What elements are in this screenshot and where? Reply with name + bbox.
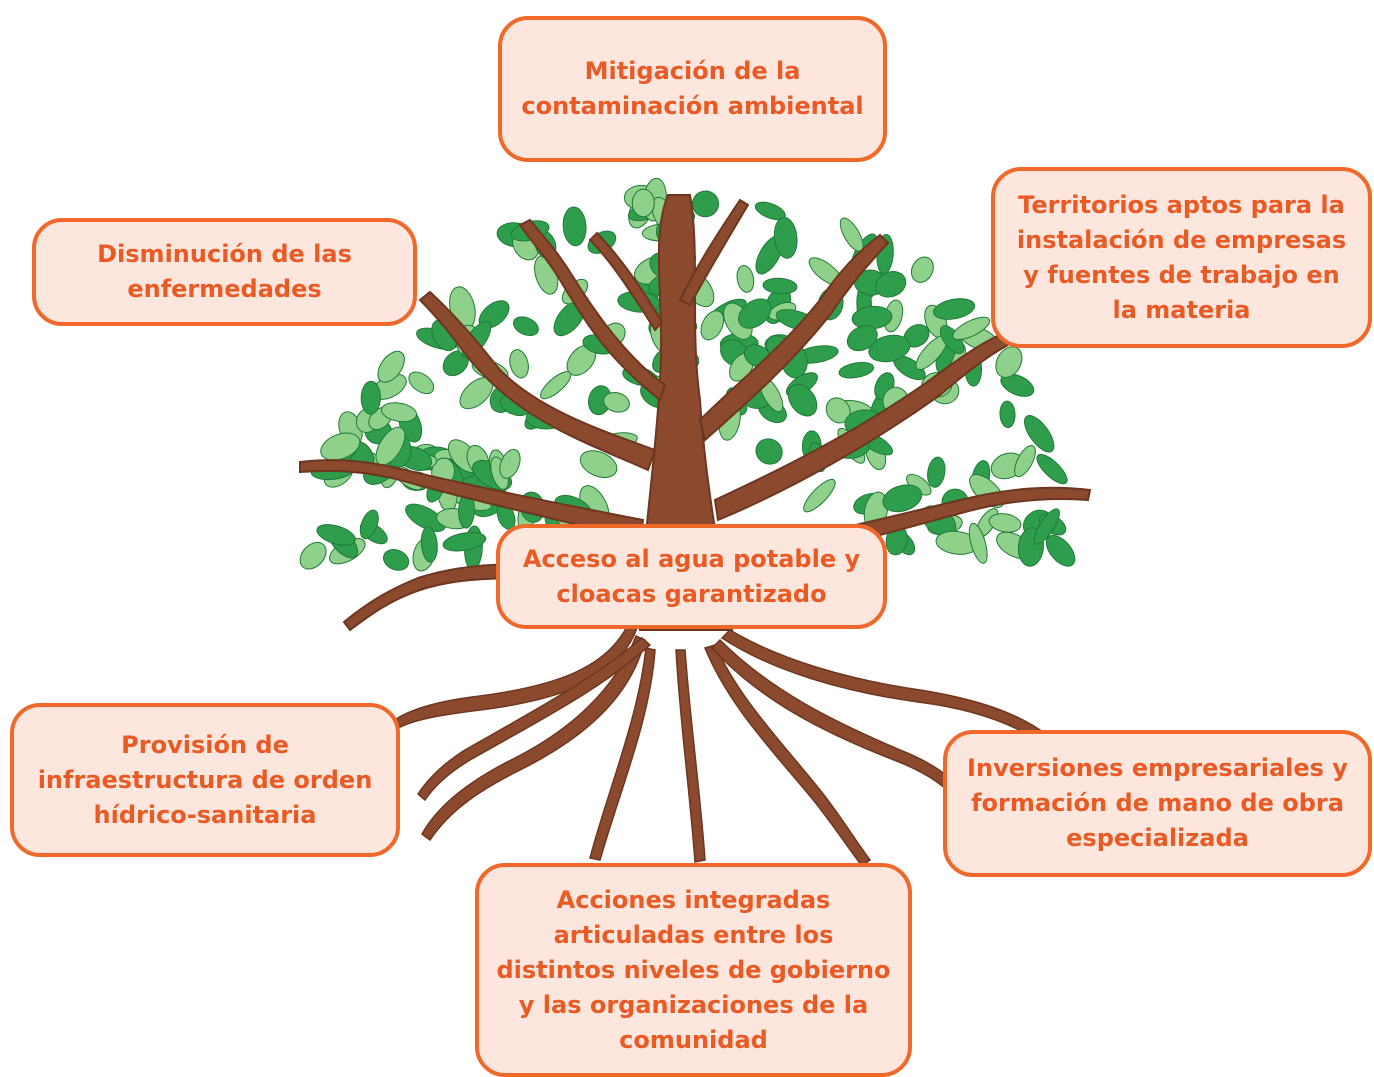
node-acceso: Acceso al agua potable y cloacas garanti… xyxy=(496,524,887,629)
leaf xyxy=(736,265,755,293)
leaf xyxy=(773,216,798,259)
leaf xyxy=(875,271,907,298)
leaf xyxy=(405,503,446,532)
leaf xyxy=(299,541,327,570)
leaf xyxy=(1036,453,1068,485)
leaf xyxy=(1033,508,1060,545)
node-mitigacion: Mitigación de la contaminación ambiental xyxy=(498,16,887,162)
leaf xyxy=(360,380,381,415)
leaf xyxy=(562,206,587,247)
leaf xyxy=(442,531,487,552)
leaf xyxy=(1014,445,1036,478)
leaf xyxy=(952,316,991,341)
leaf xyxy=(988,513,1022,533)
node-territorios: Territorios aptos para la instalación de… xyxy=(991,167,1372,348)
leaf xyxy=(838,361,875,379)
leaf xyxy=(420,526,438,563)
leaf xyxy=(868,334,911,363)
node-acceso-label: Acceso al agua potable y cloacas garanti… xyxy=(522,544,861,608)
leaf xyxy=(1023,415,1055,453)
leaf xyxy=(316,524,356,546)
leaf xyxy=(846,325,878,352)
node-acciones-label: Acciones integradas articuladas entre lo… xyxy=(496,885,891,1054)
leaf xyxy=(700,310,725,341)
tree-roots xyxy=(391,618,1042,868)
leaf xyxy=(999,400,1016,428)
node-territorios-label: Territorios aptos para la instalación de… xyxy=(1016,190,1347,324)
node-inversiones-label: Inversiones empresariales y formación de… xyxy=(967,754,1348,852)
leaf xyxy=(540,371,572,400)
node-disminucion-label: Disminución de las enfermedades xyxy=(97,240,352,303)
leaf xyxy=(933,298,976,320)
leaf xyxy=(968,522,988,564)
node-inversiones: Inversiones empresariales y formación de… xyxy=(943,730,1372,877)
leaf xyxy=(927,456,946,488)
node-provision-label: Provisión de infraestructura de orden hí… xyxy=(37,730,373,829)
tree-trunk xyxy=(299,194,1092,632)
leaf xyxy=(787,383,818,417)
leaf xyxy=(408,371,435,395)
leaf xyxy=(762,277,798,295)
leaf xyxy=(1045,534,1076,567)
leaf xyxy=(755,438,783,465)
leaf xyxy=(579,450,618,478)
leaf xyxy=(603,392,630,413)
leaf xyxy=(738,298,772,329)
node-provision: Provisión de infraestructura de orden hí… xyxy=(10,703,400,857)
leaf xyxy=(509,349,529,379)
leaf xyxy=(1000,373,1035,397)
leaf xyxy=(380,402,418,423)
leaf xyxy=(631,188,655,218)
leaf xyxy=(754,201,786,221)
leaf xyxy=(377,350,405,383)
leaf xyxy=(382,549,410,571)
leaf xyxy=(359,509,379,540)
leaf xyxy=(910,256,934,283)
node-acciones: Acciones integradas articuladas entre lo… xyxy=(475,863,912,1077)
node-mitigacion-label: Mitigación de la contaminación ambiental xyxy=(521,57,864,120)
leaf xyxy=(499,448,521,479)
leaf xyxy=(512,316,539,337)
leaf xyxy=(320,432,361,461)
leaf xyxy=(803,478,836,513)
leaf xyxy=(882,484,923,513)
node-disminucion: Disminución de las enfermedades xyxy=(32,218,417,326)
